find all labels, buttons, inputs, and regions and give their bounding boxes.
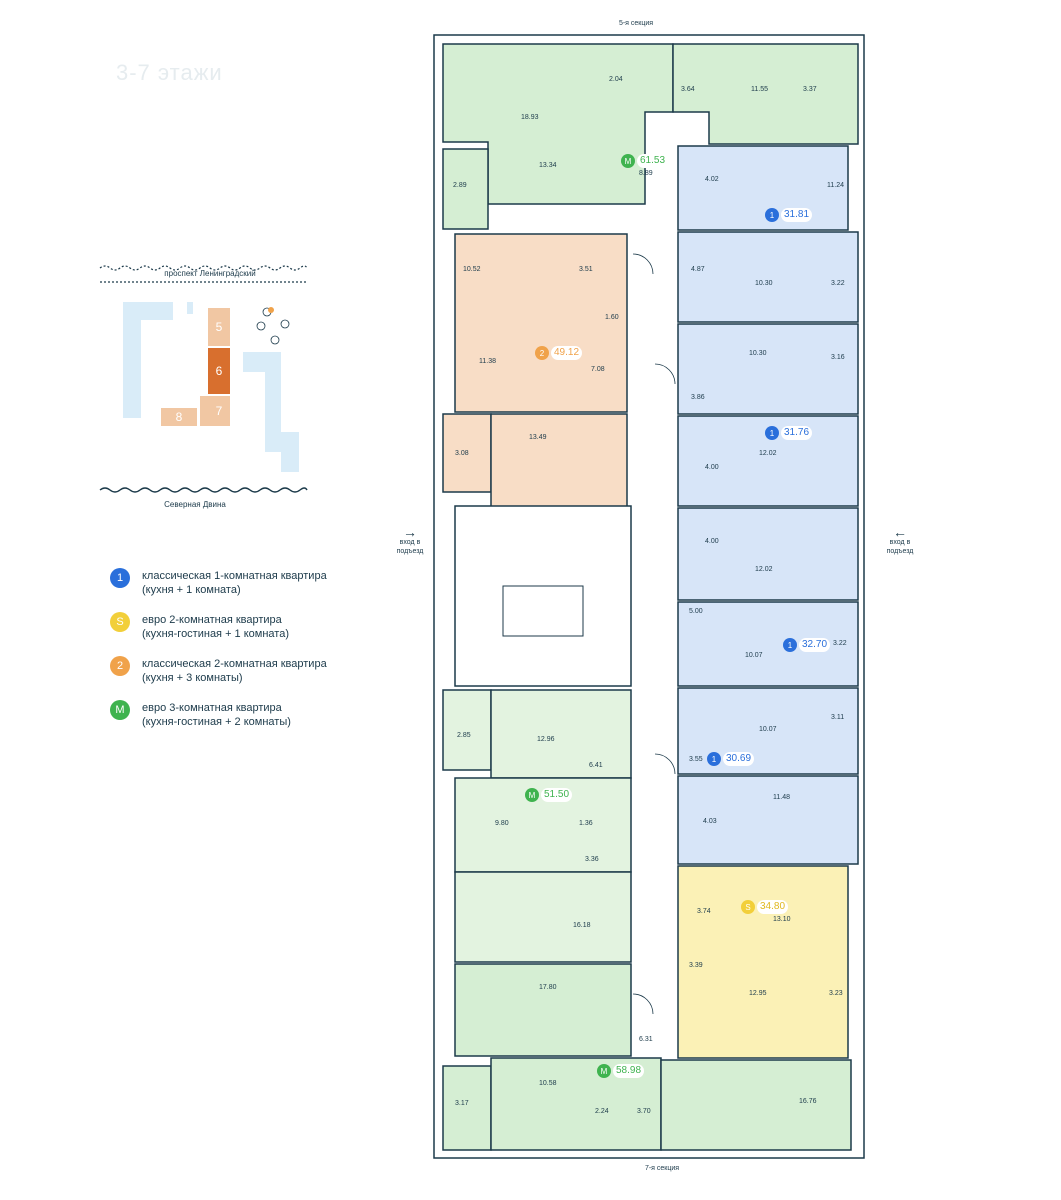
legend-item-2: 2 классическая 2-комнатная квартира(кухн… <box>110 654 410 698</box>
room-area: 16.18 <box>573 922 591 929</box>
room-area: 6.31 <box>639 1036 653 1043</box>
room-area: 9.80 <box>495 820 509 827</box>
key-plan-drawing <box>99 265 308 493</box>
section-7-label: 7 <box>215 404 223 418</box>
room-area: 10.30 <box>755 280 773 287</box>
room-area: 10.07 <box>759 726 777 733</box>
legend: 1 классическая 1-комнатная квартира(кухн… <box>110 566 410 742</box>
room-area: 3.16 <box>831 354 845 361</box>
legend-text: евро 3-комнатная квартира(кухня-гостиная… <box>142 702 291 728</box>
section-8-label: 8 <box>175 410 183 424</box>
room-area: 3.11 <box>831 714 845 721</box>
room-area: 6.41 <box>589 762 603 769</box>
room-area: 3.36 <box>585 856 599 863</box>
room-area: 11.24 <box>827 182 844 189</box>
room-area: 2.24 <box>595 1108 609 1115</box>
arrow-left-icon: ← <box>893 524 907 540</box>
apartment-badge[interactable]: 1 32.70 <box>783 638 831 652</box>
room-area: 12.02 <box>755 566 773 573</box>
room-area: 4.03 <box>703 818 717 825</box>
legend-item-s: S евро 2-комнатная квартира(кухня-гостин… <box>110 610 410 654</box>
legend-badge: 1 <box>110 568 130 588</box>
street-label: проспект Ленинградский <box>164 269 256 278</box>
room-area: 3.64 <box>681 86 695 93</box>
legend-badge: S <box>110 612 130 632</box>
room-area: 11.55 <box>751 86 768 93</box>
room-area: 1.60 <box>605 314 619 321</box>
room-area: 3.51 <box>579 266 593 273</box>
section-5-label: 5 <box>215 320 223 334</box>
room-area: 5.00 <box>689 608 703 615</box>
legend-item-1: 1 классическая 1-комнатная квартира(кухн… <box>110 566 410 610</box>
legend-item-m: M евро 3-комнатная квартира(кухня-гостин… <box>110 698 410 742</box>
room-area: 8.89 <box>639 170 653 177</box>
room-area: 3.23 <box>829 990 843 997</box>
legend-text: классическая 2-комнатная квартира(кухня … <box>142 658 327 684</box>
legend-badge: 2 <box>110 656 130 676</box>
room-area: 1.36 <box>579 820 593 827</box>
room-area: 10.58 <box>539 1080 557 1087</box>
floor-plan: 18.93 2.04 3.64 11.55 3.37 13.34 2.89 8.… <box>433 34 865 1159</box>
room-area: 3.22 <box>833 640 847 647</box>
room-area: 3.39 <box>689 962 703 969</box>
section-top-label: 5-я секция <box>618 20 654 27</box>
apartment-badge[interactable]: 2 49.12 <box>535 346 583 360</box>
room-area: 10.07 <box>745 652 763 659</box>
entrance-right: ← вход в подъезд <box>876 524 924 556</box>
room-area: 3.08 <box>455 450 469 457</box>
room-area: 7.08 <box>591 366 605 373</box>
room-area: 3.17 <box>455 1100 469 1107</box>
room-area: 3.70 <box>637 1108 651 1115</box>
room-area: 3.37 <box>803 86 817 93</box>
room-area: 4.00 <box>705 538 719 545</box>
room-area: 11.48 <box>773 794 790 801</box>
room-area: 10.30 <box>749 350 767 357</box>
floor-title: 3-7 этажи <box>116 60 223 85</box>
room-area: 11.38 <box>479 358 496 365</box>
room-area: 3.74 <box>697 908 711 915</box>
room-area: 4.00 <box>705 464 719 471</box>
room-area: 3.55 <box>689 756 703 763</box>
legend-badge: M <box>110 700 130 720</box>
room-area: 4.02 <box>705 176 719 183</box>
room-area: 4.87 <box>691 266 705 273</box>
room-area: 2.85 <box>457 732 471 739</box>
apartment-badge[interactable]: M 58.98 <box>597 1064 645 1078</box>
apartment-badge[interactable]: 1 31.76 <box>765 426 813 440</box>
apartment-badge[interactable]: 1 30.69 <box>707 752 755 766</box>
section-6-label: 6 <box>215 364 223 378</box>
apartment-badge[interactable]: M 51.50 <box>525 788 573 802</box>
room-area: 17.80 <box>539 984 557 991</box>
room-area: 13.49 <box>529 434 547 441</box>
room-area: 3.86 <box>691 394 705 401</box>
room-area: 3.22 <box>831 280 845 287</box>
arrow-right-icon: → <box>403 524 417 540</box>
key-plan: проспект Ленинградский Северная Двина 5 … <box>95 262 315 512</box>
entrance-left: → вход в подъезд <box>390 524 430 556</box>
room-area: 13.10 <box>773 916 791 923</box>
apartment-badge[interactable]: S 34.80 <box>741 900 789 914</box>
room-area: 2.89 <box>453 182 467 189</box>
legend-text: классическая 1-комнатная квартира(кухня … <box>142 570 327 596</box>
legend-text: евро 2-комнатная квартира(кухня-гостиная… <box>142 614 289 640</box>
floor-plan-drawing <box>433 34 865 1159</box>
room-area: 18.93 <box>521 114 539 121</box>
room-area: 12.96 <box>537 736 555 743</box>
room-area: 13.34 <box>539 162 557 169</box>
section-bottom-label: 7-я секция <box>644 1165 680 1172</box>
river-label: Северная Двина <box>164 500 226 509</box>
room-area: 16.76 <box>799 1098 817 1105</box>
room-area: 12.02 <box>759 450 777 457</box>
apartment-badge[interactable]: M 61.53 <box>621 154 669 168</box>
room-area: 10.52 <box>463 266 481 273</box>
room-area: 12.95 <box>749 990 767 997</box>
room-area: 2.04 <box>609 76 623 83</box>
apartment-badge[interactable]: 1 31.81 <box>765 208 813 222</box>
